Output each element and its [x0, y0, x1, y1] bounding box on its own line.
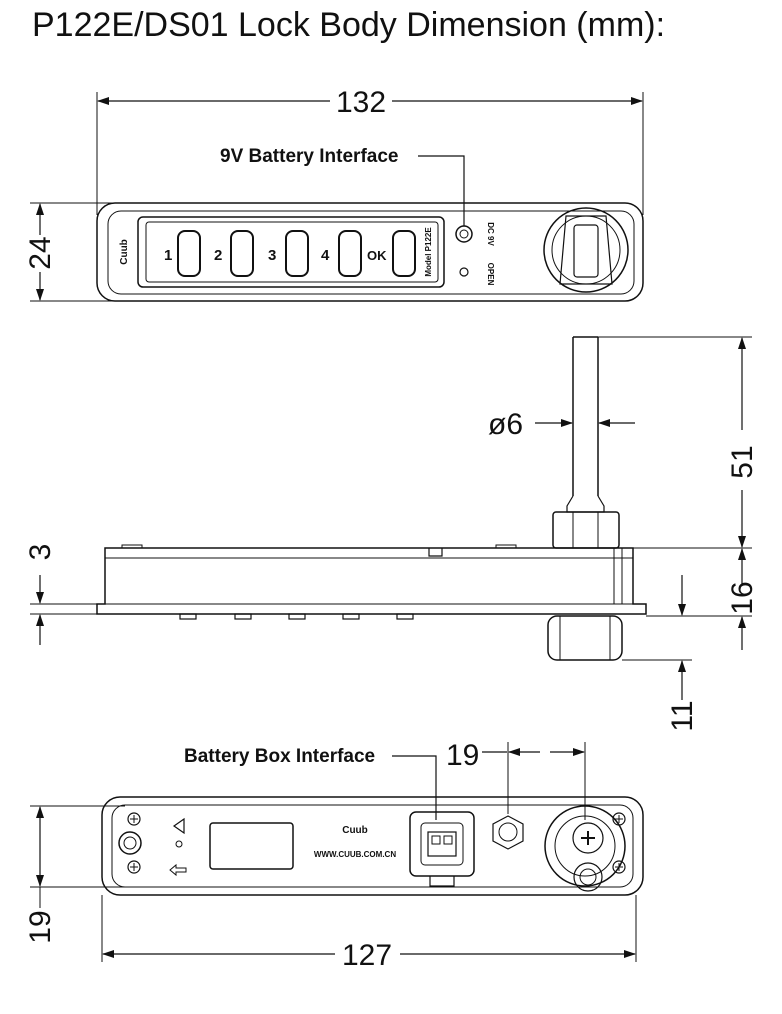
page-title: P122E/DS01 Lock Body Dimension (mm):: [32, 6, 666, 44]
hex-nut: [492, 815, 524, 850]
key-1-label: 1: [164, 247, 172, 264]
back-brand-logo: Cuub: [342, 825, 368, 836]
front-model-text: Model P122E: [424, 227, 433, 277]
side-view: [30, 336, 752, 700]
front-open-text: OPEN: [486, 263, 495, 286]
side-body: [96, 547, 647, 615]
key-1: [177, 230, 201, 277]
back-width-dim-127: 127: [342, 939, 392, 972]
front-view: [30, 92, 644, 302]
key-ok: [392, 230, 416, 277]
spacing-dim-19: 19: [446, 739, 479, 772]
front-body-outer: [96, 202, 644, 302]
width-dim-132: 132: [336, 86, 386, 119]
battery-box-connector: [409, 811, 475, 877]
keypad-frame: [137, 216, 445, 288]
back-height-dim-19: 19: [24, 910, 57, 943]
key-3-label: 3: [268, 247, 276, 264]
front-brand-logo: Cuub: [119, 239, 130, 265]
back-left-port: [118, 831, 142, 855]
shaft-height-dim: 51: [726, 445, 759, 478]
back-website-text: WWW.CUUB.COM.CN: [314, 850, 396, 859]
key-2: [230, 230, 254, 277]
key-3: [285, 230, 309, 277]
front-knob: [543, 207, 629, 293]
front-body-inner: [107, 210, 635, 295]
battery-interface-label: 9V Battery Interface: [220, 146, 398, 167]
battery-box-label: Battery Box Interface: [184, 746, 375, 767]
plate-thickness-dim: 3: [24, 544, 57, 561]
side-cam: [547, 615, 623, 661]
led-indicator: [459, 267, 469, 277]
front-dc-text: DC 9V: [486, 222, 495, 246]
back-label-window: [209, 822, 294, 870]
key-4-label: 4: [321, 247, 330, 264]
shaft-diameter-dim: ø6: [488, 408, 523, 441]
back-body-outer: [101, 796, 644, 896]
back-view: [30, 742, 644, 962]
cam-height-dim: 11: [666, 700, 699, 731]
key-ok-label: OK: [367, 248, 387, 263]
height-dim-24: 24: [24, 236, 57, 269]
key-4: [338, 230, 362, 277]
key-2-label: 2: [214, 247, 222, 264]
shaft-coupling: [552, 511, 620, 549]
body-height-dim: 16: [726, 581, 759, 614]
battery-jack: [455, 225, 473, 243]
